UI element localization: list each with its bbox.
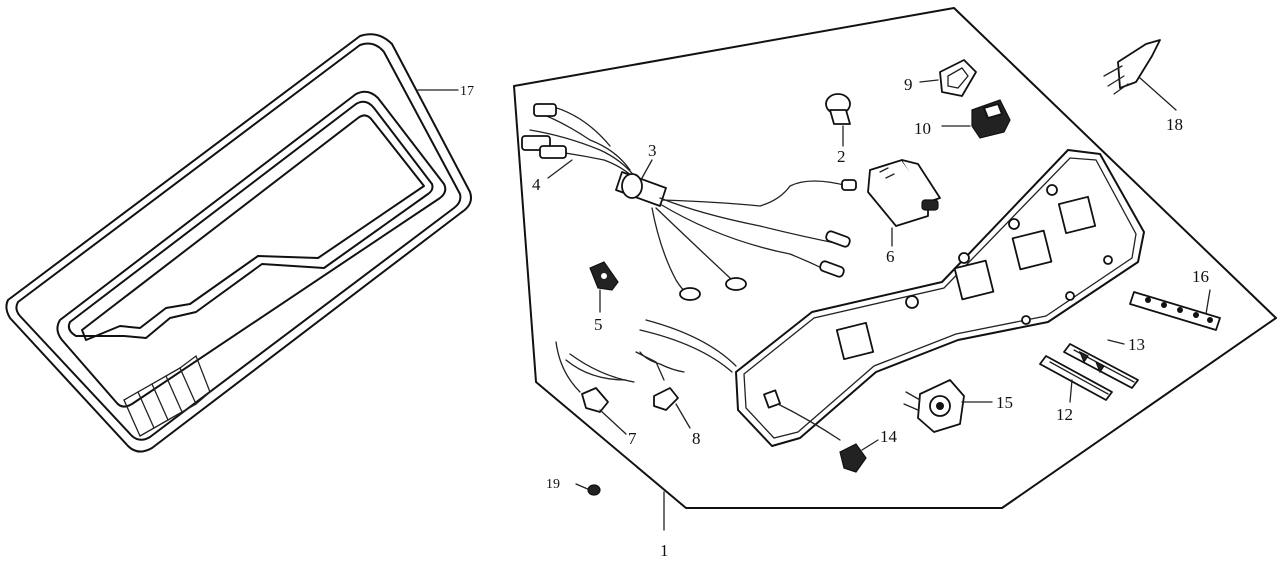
callout-3: 3	[648, 141, 657, 160]
callout-18: 18	[1166, 115, 1183, 134]
part-7-sensor	[555, 341, 685, 435]
part-12-13-indicator-strips	[1039, 339, 1139, 403]
callout-8: 8	[692, 429, 701, 448]
callout-7: 7	[628, 429, 637, 448]
callout-14: 14	[880, 427, 898, 446]
callout-5: 5	[594, 315, 603, 334]
callout-9: 9	[904, 75, 913, 94]
callout-19: 19	[546, 477, 560, 492]
callout-6: 6	[886, 247, 895, 266]
callout-1: 1	[660, 541, 669, 560]
part-3-wiring-harness	[521, 103, 857, 301]
callout-16: 16	[1192, 267, 1209, 286]
callout-2: 2	[837, 147, 846, 166]
callout-15: 15	[996, 393, 1013, 412]
part-9-gasket	[919, 59, 977, 97]
part-5-socket	[589, 261, 619, 313]
part-18-connector-plug	[1103, 39, 1177, 111]
callout-10: 10	[914, 119, 931, 138]
leader-lines	[417, 89, 665, 531]
part-10-switch	[941, 99, 1011, 139]
assembly-boundary	[513, 7, 1277, 509]
part-16-led-strip	[1129, 289, 1221, 331]
part-2-indicator-bulb	[825, 93, 851, 147]
callout-4: 4	[532, 175, 541, 194]
part-14-small-switch	[839, 439, 879, 473]
instrument-circuit-board	[639, 149, 1145, 447]
part-15-ignition-switch	[903, 379, 993, 433]
part-17-dashboard-panel	[5, 33, 472, 453]
callout-13: 13	[1128, 335, 1145, 354]
part-8-bracket	[635, 351, 691, 429]
part-6-relay	[867, 159, 941, 247]
callout-17: 17	[460, 84, 474, 99]
part-19-screw	[575, 483, 601, 496]
callout-12: 12	[1056, 405, 1073, 424]
callout-labels: 1 2 3 4 5 6 7 8 9 10 12 13 14 15 16 17 1…	[460, 75, 1209, 560]
